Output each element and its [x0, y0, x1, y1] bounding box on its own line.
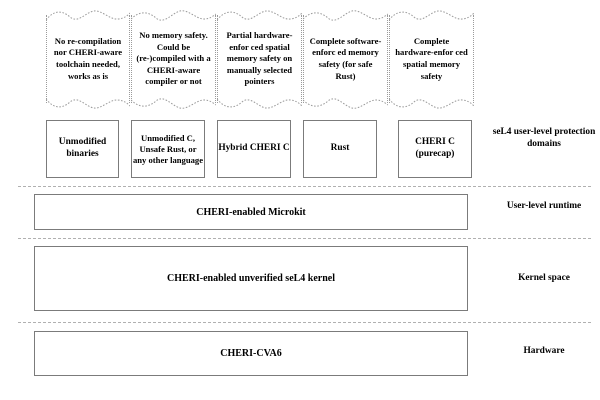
torn-edge-bottom-icon — [46, 98, 130, 109]
callout-note-rust: Complete software-enforc ed memory safet… — [303, 8, 388, 110]
layer-bar-sel4-kernel[interactable]: CHERI-enabled unverified seL4 kernel — [34, 246, 468, 311]
callout-note-cheri-c-purecap: Complete hardware-enfor ced spatial memo… — [389, 8, 474, 110]
callout-note-unmodified-c: No memory safety. Could be (re-)compiled… — [131, 8, 216, 110]
domain-box-unmodified-binaries[interactable]: Unmodified binaries — [46, 120, 119, 178]
layer-bar-microkit[interactable]: CHERI-enabled Microkit — [34, 194, 468, 230]
domain-box-hybrid-cheri-c[interactable]: Hybrid CHERI C — [217, 120, 291, 178]
callout-paper — [389, 8, 474, 110]
domain-box-cheri-c-purecap[interactable]: CHERI C (purecap) — [398, 120, 472, 178]
callout-text: Complete software-enforc ed memory safet… — [309, 35, 382, 81]
tier-label-user-level-runtime: User-level runtime — [506, 201, 582, 211]
callout-side-borders — [389, 15, 474, 103]
separator-userlevel-runtime — [18, 186, 591, 187]
callout-side-borders — [303, 15, 388, 103]
callout-paper — [303, 8, 388, 110]
torn-edge-top-icon — [217, 10, 302, 21]
callout-text: No memory safety. Could be (re-)compiled… — [136, 30, 211, 87]
tier-label-kernel-space: Kernel space — [518, 273, 570, 283]
callout-paper — [217, 8, 302, 110]
callout-text: No re-compilation nor CHERI-aware toolch… — [53, 35, 123, 81]
torn-edge-top-icon — [303, 10, 388, 21]
tier-label-hardware: Hardware — [523, 346, 565, 356]
separator-runtime-kernel — [18, 238, 591, 239]
domain-box-unmodified-c[interactable]: Unmodified C, Unsafe Rust, or any other … — [131, 120, 205, 178]
torn-edge-top-icon — [131, 10, 216, 21]
callout-side-borders — [217, 15, 302, 103]
callout-paper — [46, 8, 130, 110]
callout-paper — [131, 8, 216, 110]
callout-note-unmodified-binaries: No re-compilation nor CHERI-aware toolch… — [46, 8, 130, 110]
callout-text: Complete hardware-enfor ced spatial memo… — [395, 35, 468, 81]
tier-label-protection-domains: seL4 user-level protection domains — [492, 127, 596, 149]
torn-edge-bottom-icon — [217, 98, 302, 109]
torn-edge-top-icon — [389, 10, 474, 21]
callout-note-hybrid-cheri-c: Partial hardware-enfor ced spatial memor… — [217, 8, 302, 110]
callout-side-borders — [46, 15, 130, 103]
torn-edge-bottom-icon — [303, 98, 388, 109]
torn-edge-top-icon — [46, 10, 130, 21]
callout-text: Partial hardware-enfor ced spatial memor… — [226, 30, 293, 87]
separator-kernel-hardware — [18, 322, 591, 323]
layer-bar-cheri-cva6[interactable]: CHERI-CVA6 — [34, 331, 468, 376]
torn-edge-bottom-icon — [131, 98, 216, 109]
domain-box-rust[interactable]: Rust — [303, 120, 377, 178]
torn-edge-bottom-icon — [389, 98, 474, 109]
callout-side-borders — [131, 15, 216, 103]
